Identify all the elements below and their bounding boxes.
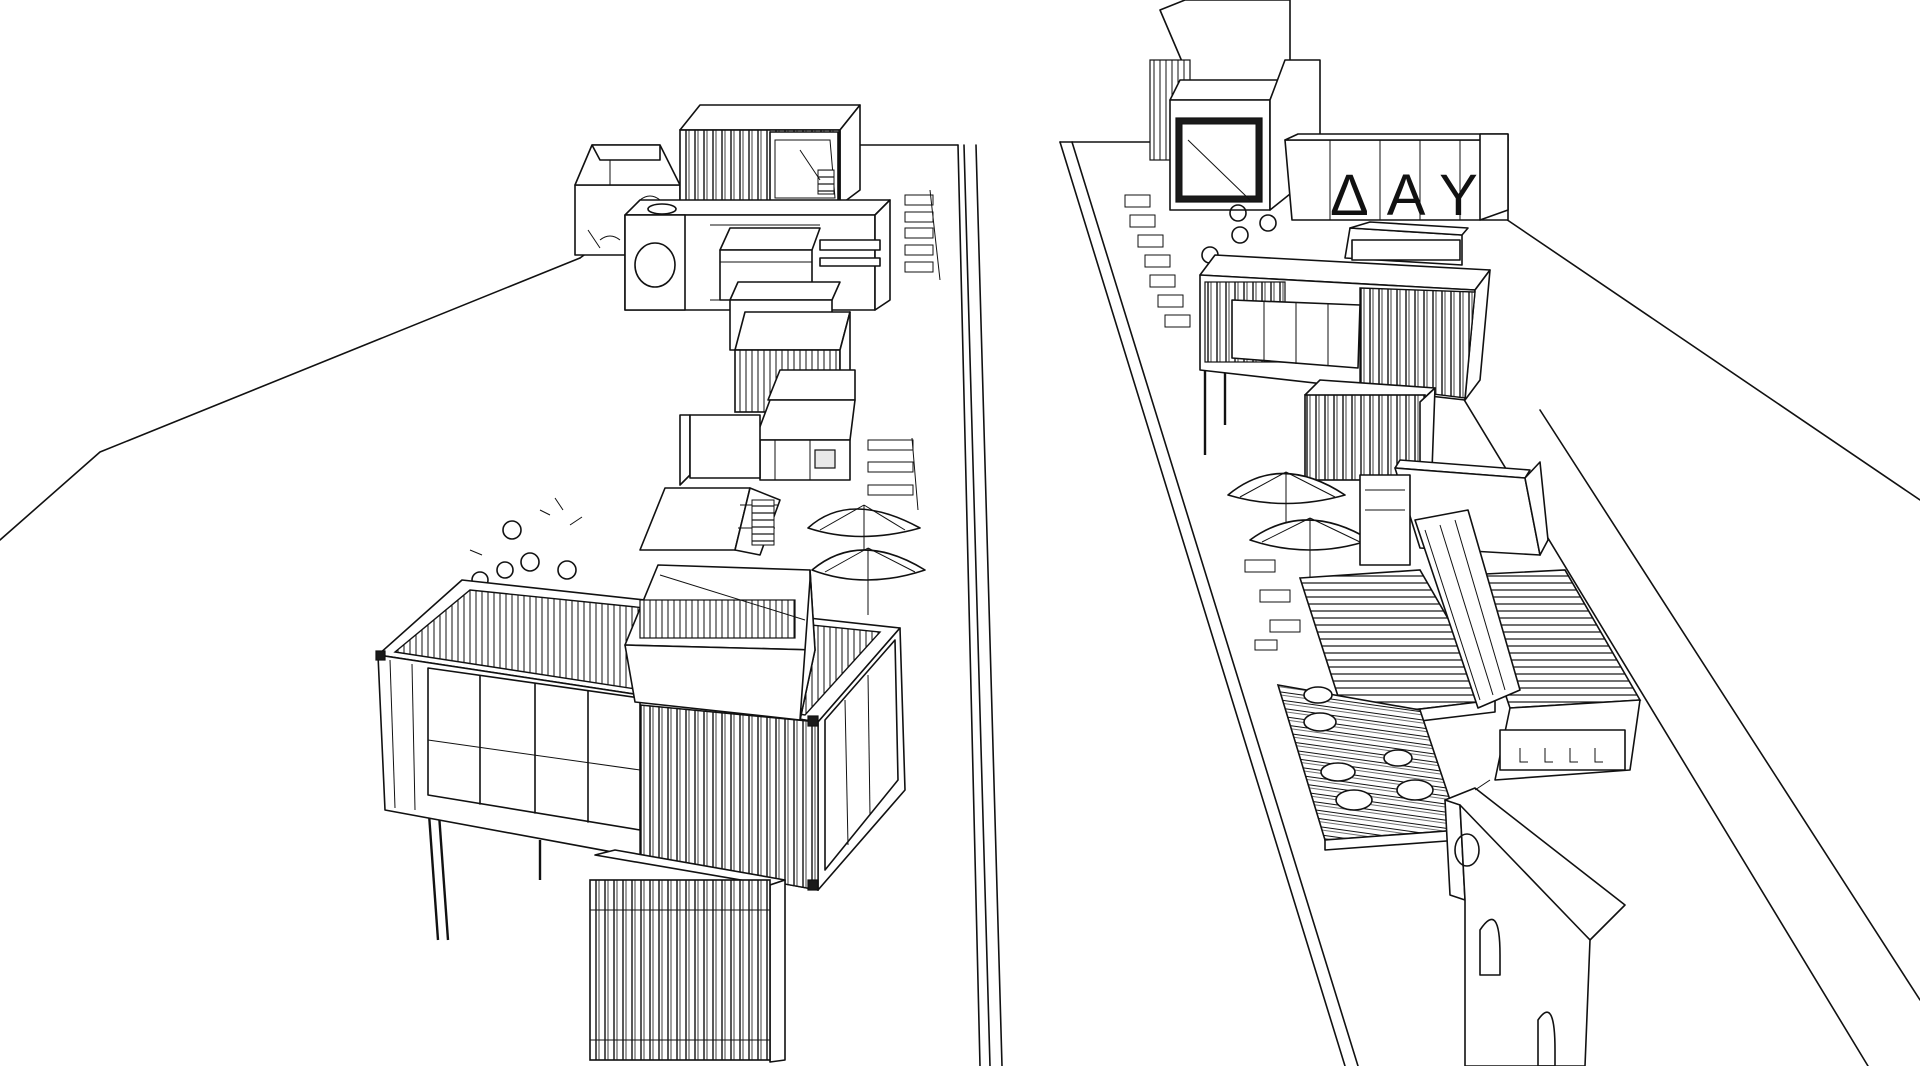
building-signage: ΔAY (1284, 133, 1509, 228)
road-center-lines (963, 144, 1003, 1066)
bicycles-left (469, 497, 583, 589)
rooftop-box-main-right (1344, 221, 1469, 266)
bicycles-right (1201, 204, 1277, 264)
kiosk-right (1359, 459, 1549, 566)
container-main-left (375, 579, 906, 941)
kiosk-canopy (754, 369, 856, 481)
pavilion-mid (639, 487, 781, 556)
seating-cluster-right-low (1244, 559, 1301, 651)
umbrella-left-2 (811, 547, 926, 615)
container-main-right (1199, 254, 1491, 455)
building-sign-text: ΔAY (1330, 163, 1496, 228)
umbrella-left-1 (807, 504, 921, 575)
round-tables (1303, 686, 1434, 811)
sidewalk-left-edge (957, 144, 981, 1066)
food-truck-right (1444, 779, 1626, 1066)
booth-left-small (679, 414, 761, 486)
seating-cluster-left-top (904, 189, 941, 281)
sidewalk-right-edge (1059, 141, 1359, 1066)
container-top-striped (679, 104, 861, 206)
rooftop-box-main-left (624, 564, 816, 721)
container-right-bar-front (1414, 509, 1521, 709)
seating-cluster-right-top (1124, 194, 1191, 328)
container-bottom-left (589, 849, 786, 1063)
umbrella-right-1 (1227, 471, 1346, 540)
seating-cluster-left-mid (867, 437, 919, 511)
